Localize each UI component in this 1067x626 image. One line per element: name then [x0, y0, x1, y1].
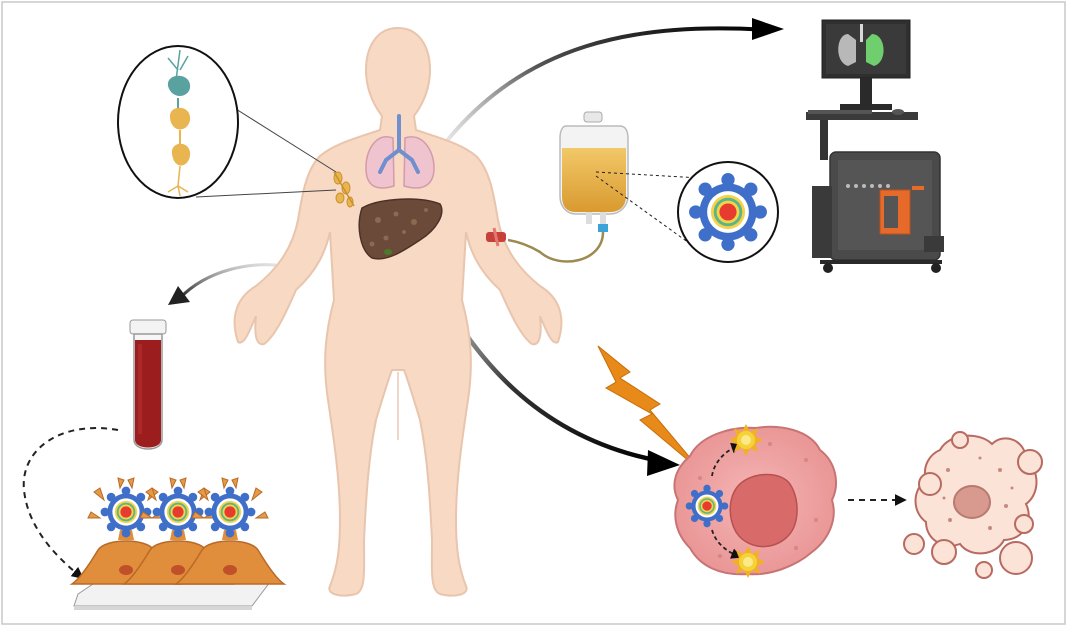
nerve-plexus-icon: [333, 171, 355, 208]
arrowhead-blood: [168, 286, 190, 305]
tumor-cell-icon: [673, 424, 837, 578]
arrowhead-tumor: [647, 450, 680, 476]
blood-tube-icon: [129, 319, 167, 450]
nanoparticle-icon: [689, 173, 767, 251]
human-body-icon: [233, 26, 563, 597]
neuron-zoom-icon: [117, 45, 337, 199]
arrow-blood-to-culture: [22, 427, 119, 579]
scanner-icon: [806, 19, 944, 273]
cell-culture-icon: [72, 478, 284, 610]
neuron-chain-icon: [167, 49, 191, 197]
tumor-nanoparticle: [685, 484, 729, 528]
lungs-icon: [365, 114, 435, 189]
apoptotic-cell-icon: [903, 431, 1043, 579]
nanoparticle-zoom: [595, 161, 779, 263]
arrow-lungs-to-scanner: [434, 26, 771, 157]
arrowhead-scanner: [752, 18, 784, 40]
liver-icon: [358, 198, 443, 260]
iv-bag-icon: [486, 111, 629, 263]
